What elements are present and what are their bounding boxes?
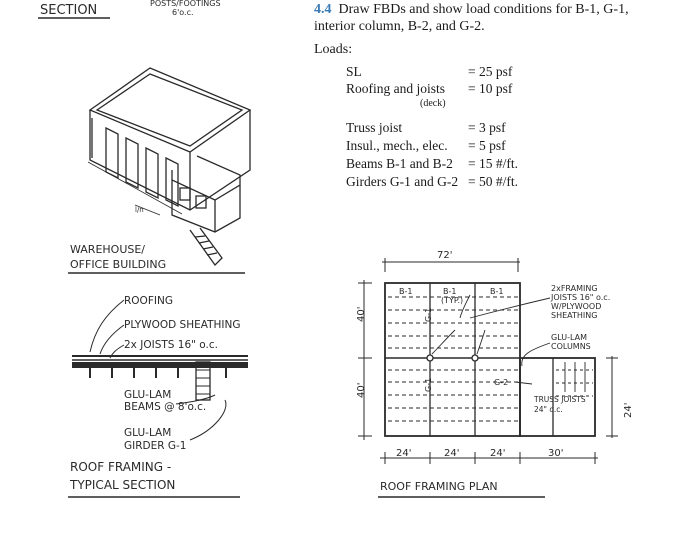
plan-label-b1-mid: B-1 — [443, 287, 456, 296]
plan-label-g2: G-2 — [494, 378, 508, 387]
loads-heading: Loads: — [314, 42, 353, 57]
truss-note-2: 24" o.c. — [534, 405, 563, 414]
typical-section-drawing: ROOFING PLYWOOD SHEATHING 2x JOISTS 16" … — [72, 295, 248, 452]
problem-line-1: 4.4 Draw FBDs and show load conditions f… — [314, 2, 629, 18]
framing-note-3: W/PLYWOOD — [551, 302, 601, 311]
plan-label-b1-right: B-1 — [490, 287, 503, 296]
isometric-building — [87, 67, 252, 267]
plan-dim-bottom-4: 30' — [548, 448, 563, 459]
load-note-deck: (deck) — [420, 98, 446, 109]
framing-note-4: SHEATHING — [551, 311, 597, 320]
column-note-2: COLUMNS — [551, 342, 591, 351]
plan-dim-bottom-1: 24' — [396, 448, 411, 459]
warehouse-title-1: WAREHOUSE/ — [70, 243, 145, 256]
problem-statement-1: Draw FBDs and show load conditions for B… — [338, 2, 629, 17]
plan-dim-bottom-2: 24' — [444, 448, 459, 459]
roof-framing-title-2: TYPICAL SECTION — [69, 478, 175, 492]
beams-label-1: GLU-LAM — [124, 389, 171, 401]
plan-dim-left-bottom: 40' — [356, 383, 367, 398]
iso-dimension: l/n — [135, 206, 144, 214]
girder-label-2: GIRDER G-1 — [124, 440, 187, 452]
plan-label-b1-left: B-1 — [399, 287, 412, 296]
joists-label: 2x JOISTS 16" o.c. — [124, 339, 218, 351]
plan-dim-right: 24' — [623, 403, 634, 418]
plan-label-g1-top: G-1 — [424, 308, 433, 322]
plan-dim-top: 72' — [437, 250, 452, 261]
beams-label-2: BEAMS @ 8'o.c. — [124, 401, 206, 413]
column-note-1: GLU-LAM — [551, 333, 587, 342]
roof-framing-plan — [358, 258, 618, 464]
plan-title: ROOF FRAMING PLAN — [380, 480, 498, 493]
problem-number: 4.4 — [314, 2, 332, 17]
roofing-label: ROOFING — [124, 295, 173, 307]
framing-note-1: 2xFRAMING — [551, 284, 598, 293]
plan-label-typ: (TYP.) — [441, 296, 463, 305]
girder-label-1: GLU-LAM — [124, 427, 171, 439]
warehouse-title-2: OFFICE BUILDING — [70, 258, 166, 271]
plan-dim-bottom-3: 24' — [490, 448, 505, 459]
plan-dim-left-top: 40' — [356, 307, 367, 322]
posts-note-2: 6'o.c. — [172, 8, 194, 17]
posts-note-1: POSTS/FOOTINGS — [150, 0, 221, 8]
framing-note-2: JOISTS 16" o.c. — [550, 293, 610, 302]
roof-framing-title-1: ROOF FRAMING - — [70, 460, 171, 474]
section-label: SECTION — [40, 3, 97, 18]
plan-label-g1-bottom: G-1 — [424, 378, 433, 392]
problem-statement-2: interior column, B-2, and G-2. — [314, 19, 485, 34]
truss-note-1: TRUSS JOISTS — [533, 395, 586, 404]
plywood-label: PLYWOOD SHEATHING — [124, 319, 241, 331]
